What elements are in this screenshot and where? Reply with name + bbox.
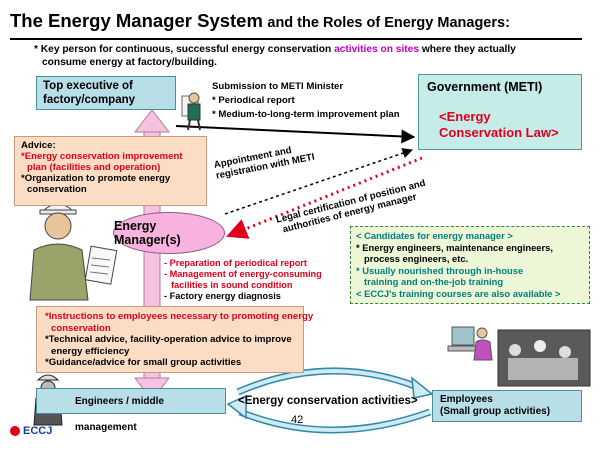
- activities-cycle-arrows: [226, 367, 434, 434]
- eccj-logo: ECCJ: [10, 425, 52, 437]
- logo-dot-icon: [10, 426, 20, 436]
- submission-list: Submission to METI Minister * Periodical…: [212, 81, 400, 120]
- computer-operator-icon: [447, 326, 493, 361]
- energy-manager-worker-icon: [29, 203, 118, 301]
- page-number: 42: [291, 414, 304, 426]
- energy-conservation-law: <Energy Conservation Law>: [439, 109, 559, 140]
- top-executive-box: Top executive of factory/company: [36, 76, 176, 110]
- employees-box: Employees (Small group activities): [432, 390, 582, 422]
- energy-conservation-activities-label: <Energy conservation activities>: [238, 395, 418, 407]
- group-activity-photo: [497, 329, 591, 387]
- appointment-arrow: [224, 148, 413, 215]
- advice-box: Advice: *Energy conservation improvement…: [14, 136, 207, 206]
- instructions-box: *Instructions to employees necessary to …: [36, 306, 313, 373]
- government-meti-box: Government (METI) <Energy Conservation L…: [418, 74, 582, 150]
- title-rest: and the Roles of Energy Managers: [267, 15, 506, 31]
- candidates-box: < Candidates for energy manager > * Ener…: [350, 226, 590, 304]
- energy-manager-node: Energy Manager(s): [113, 212, 225, 254]
- government-title: Government (METI): [427, 80, 543, 94]
- presenter-figure-icon: [181, 92, 201, 131]
- title-main: The Energy Manager System: [10, 10, 263, 31]
- energy-manager-duties: - Preparation of periodical report - Man…: [164, 258, 322, 301]
- submission-arrow: [175, 125, 416, 144]
- legal-certification-arrow: [226, 156, 423, 239]
- page-title: The Energy Manager System and the Roles …: [10, 10, 510, 31]
- subtitle: * Key person for continuous, successful …: [34, 44, 516, 68]
- title-underline: [10, 38, 582, 40]
- engineers-box: Engineers / middle management: [36, 388, 226, 433]
